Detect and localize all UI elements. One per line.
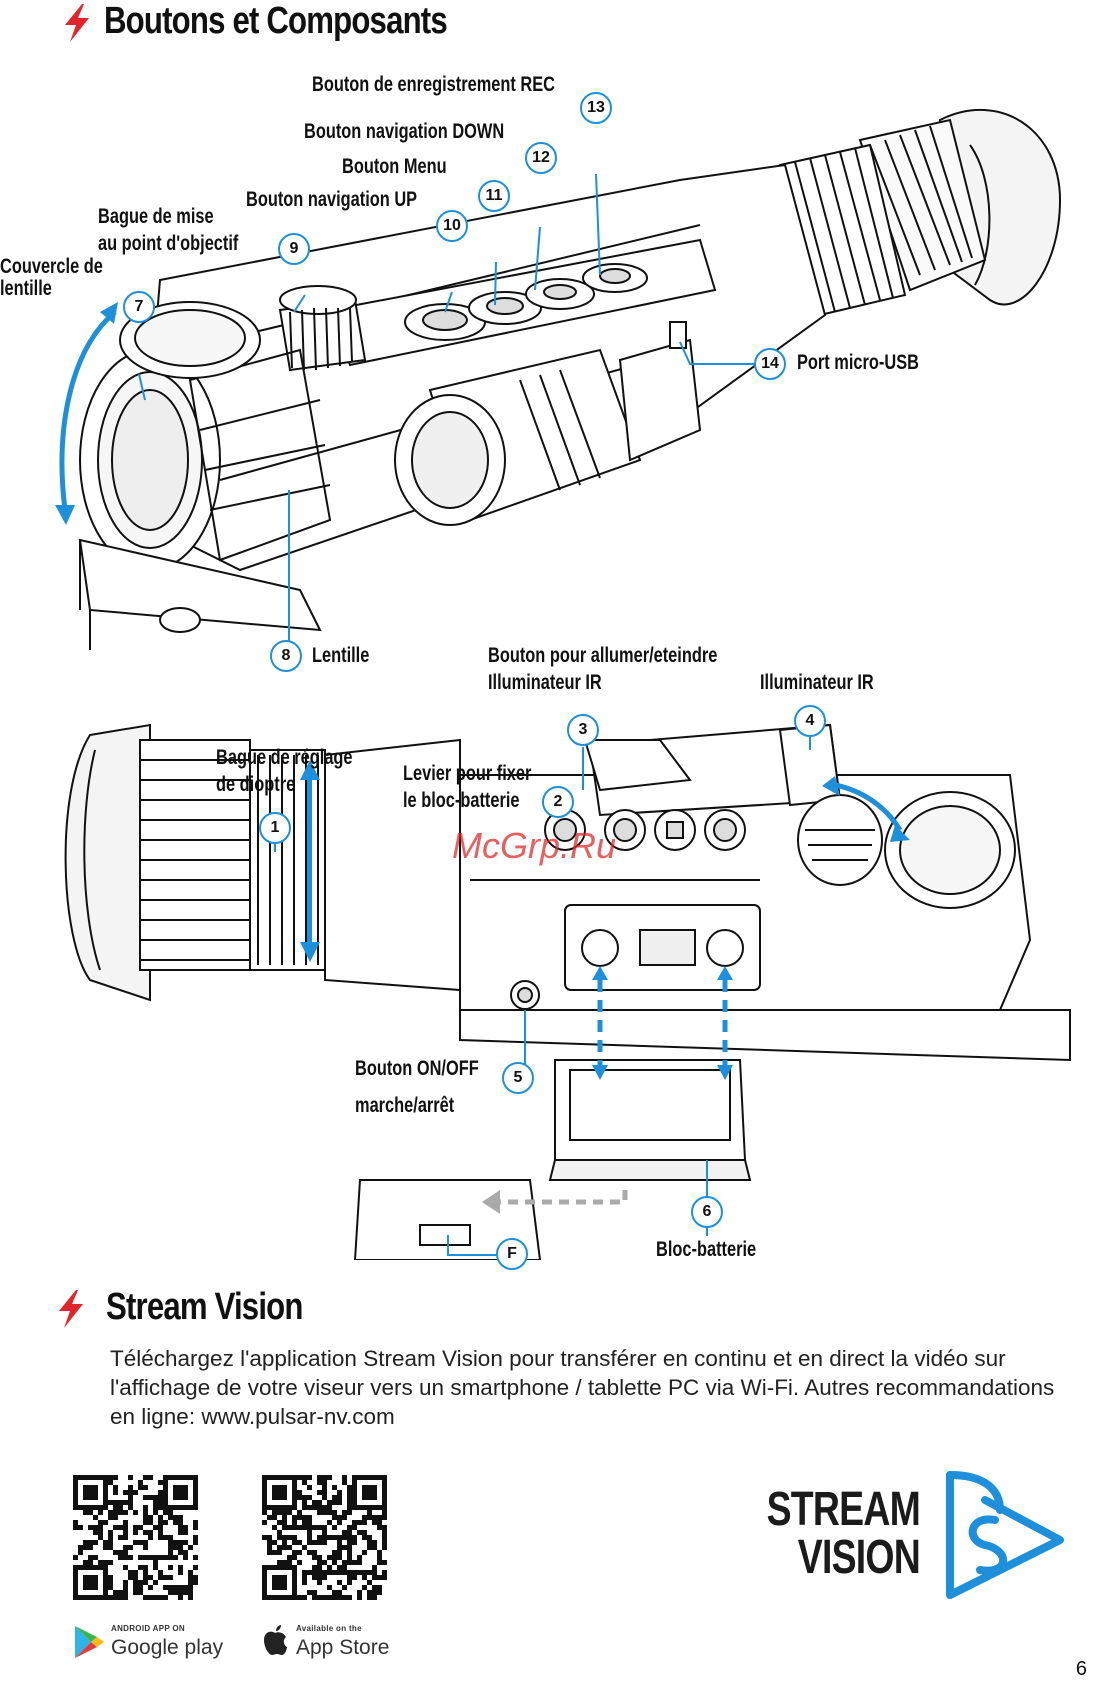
callout-9: 9 bbox=[278, 233, 310, 265]
qr-code-app-store[interactable] bbox=[262, 1475, 387, 1600]
label-ir-switch-line2: Illuminateur IR bbox=[488, 671, 602, 694]
logo-line2: VISION bbox=[797, 1531, 921, 1584]
watermark: McGrp.Ru bbox=[452, 825, 617, 866]
qr-code-google-play[interactable] bbox=[73, 1475, 198, 1600]
callout-7: 7 bbox=[123, 291, 155, 323]
lightning-bolt-icon bbox=[65, 4, 89, 42]
callout-11: 11 bbox=[478, 180, 510, 212]
section1-title: Boutons et Composants bbox=[104, 0, 448, 42]
callout-8: 8 bbox=[270, 640, 302, 672]
section1-header: Boutons et Composants bbox=[62, 0, 562, 46]
stream-vision-logo: STREAM VISION bbox=[760, 1470, 1070, 1600]
scope-rear-view-illustration bbox=[64, 723, 1071, 1260]
stream-vision-description: Téléchargez l'application Stream Vision … bbox=[110, 1346, 1055, 1429]
label-on-off-line1: Bouton ON/OFF bbox=[355, 1057, 479, 1080]
label-battery-pack: Bloc-batterie bbox=[656, 1238, 757, 1261]
google-play-small-text: ANDROID APP ON bbox=[111, 1624, 185, 1633]
callout-F: F bbox=[496, 1238, 528, 1270]
label-ir-switch-line1: Bouton pour allumer/eteindre bbox=[488, 644, 718, 667]
logo-line1: STREAM bbox=[766, 1483, 921, 1536]
label-ir-illuminator: Illuminateur IR bbox=[760, 671, 874, 694]
callout-6: 6 bbox=[691, 1196, 723, 1228]
google-play-icon bbox=[75, 1626, 104, 1658]
callout-12: 12 bbox=[525, 142, 557, 174]
page-number: 6 bbox=[1075, 1658, 1087, 1680]
callout-4: 4 bbox=[794, 705, 826, 737]
label-on-off-line2: marche/arrêt bbox=[355, 1094, 455, 1117]
callout-1: 1 bbox=[259, 812, 291, 844]
label-lens-cover-line2: lentille bbox=[0, 277, 52, 300]
label-up-button: Bouton navigation UP bbox=[246, 188, 418, 211]
app-store-small-text: Available on the bbox=[296, 1624, 362, 1633]
section2-header: Stream Vision bbox=[56, 1284, 556, 1334]
label-menu-button: Bouton Menu bbox=[342, 155, 447, 178]
callout-10: 10 bbox=[436, 210, 468, 242]
callout-13: 13 bbox=[580, 92, 612, 124]
label-down-button: Bouton navigation DOWN bbox=[304, 120, 505, 143]
apple-icon bbox=[264, 1625, 287, 1655]
section2-title: Stream Vision bbox=[106, 1286, 303, 1328]
label-battery-lever-line2: le bloc-batterie bbox=[403, 789, 520, 812]
callout-14: 14 bbox=[754, 348, 786, 380]
label-focus-ring-line1: Bague de mise bbox=[98, 205, 214, 228]
callout-5: 5 bbox=[502, 1062, 534, 1094]
label-diopter-ring-line2: de dioptre bbox=[216, 773, 296, 796]
label-lens-cover-line1: Couvercle de bbox=[0, 255, 103, 278]
callout-3: 3 bbox=[567, 714, 599, 746]
google-play-badge[interactable]: ANDROID APP ON Google play bbox=[73, 1620, 233, 1664]
label-rec-button: Bouton de enregistrement REC bbox=[312, 73, 556, 96]
app-store-big-text: App Store bbox=[296, 1636, 390, 1659]
label-diopter-ring-line1: Bague de réglage bbox=[216, 746, 353, 769]
lightning-bolt-icon bbox=[59, 1290, 83, 1328]
stream-vision-logo-icon bbox=[946, 1471, 1064, 1599]
callout-2: 2 bbox=[542, 786, 574, 818]
label-focus-ring-line2: au point d'objectif bbox=[98, 232, 239, 255]
label-lens: Lentille bbox=[312, 644, 370, 667]
google-play-big-text: Google play bbox=[111, 1636, 224, 1659]
scope-side-view-illustration bbox=[55, 109, 1062, 654]
label-micro-usb-port: Port micro-USB bbox=[797, 351, 919, 374]
app-store-badge[interactable]: Available on the App Store bbox=[262, 1620, 402, 1664]
label-battery-lever-line1: Levier pour fixer bbox=[403, 762, 532, 785]
